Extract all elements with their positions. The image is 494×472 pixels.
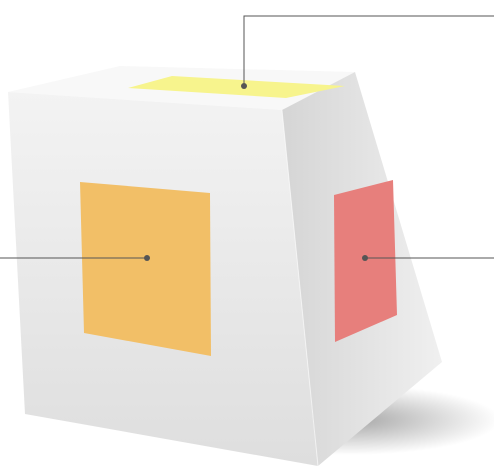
callout-dot-side (362, 255, 368, 261)
callout-dot-top (241, 83, 247, 89)
side-face-square (334, 180, 397, 342)
callout-line-top (243, 15, 494, 86)
top-face-square (128, 76, 345, 98)
callout-dot-front (144, 255, 150, 261)
cube-front-edge (281, 109, 319, 467)
front-face-square (80, 182, 211, 356)
